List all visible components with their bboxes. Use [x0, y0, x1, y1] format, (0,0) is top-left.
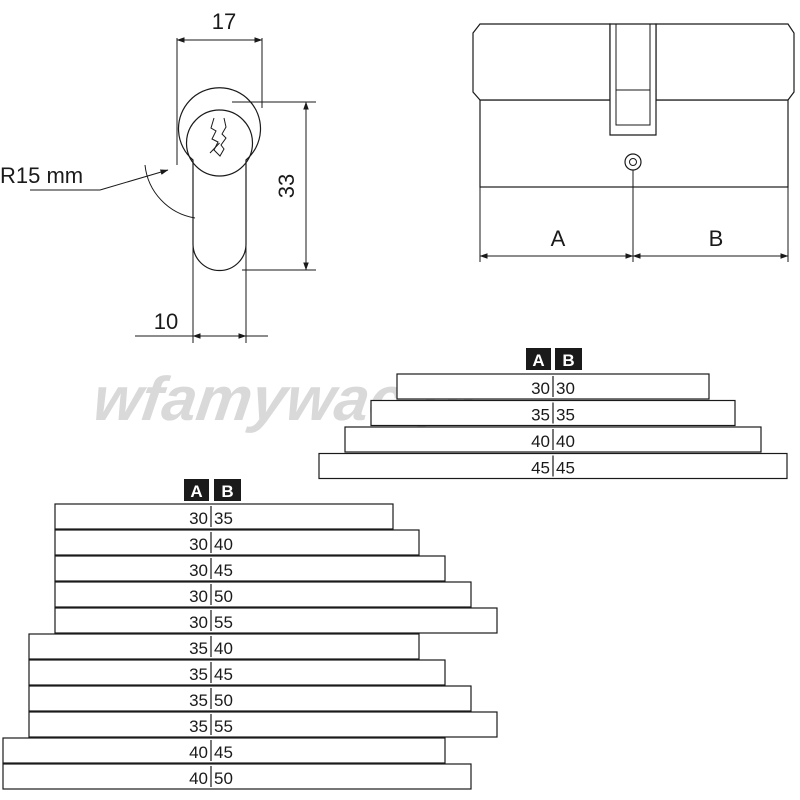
row-b-value: 35: [214, 509, 233, 528]
row-b-value: 40: [214, 639, 233, 658]
table-small-header-a: [526, 348, 551, 370]
row-a-value: 30: [189, 535, 208, 554]
table-large-header-b-label: B: [221, 482, 233, 501]
row-a-value: 40: [189, 769, 208, 788]
profile-outline: [177, 87, 262, 272]
profile-view: [30, 37, 316, 343]
row-b-value: 50: [214, 587, 233, 606]
row-b-value: 45: [214, 743, 233, 762]
side-view: [472, 23, 795, 262]
table-large-header-a-label: A: [190, 482, 202, 501]
row-a-value: 45: [531, 459, 550, 478]
table-row: 35 35: [370, 399, 736, 427]
row-a-value: 35: [189, 665, 208, 684]
row-a-value: 35: [189, 717, 208, 736]
table-large: A B 30 35 30 40 30 45 30 50 30 55 35 40 35 45 35 50 35 55…: [2, 479, 498, 790]
table-small-header-b: [555, 348, 582, 370]
table-row: 30 30: [396, 373, 710, 400]
combination-bar: [54, 555, 446, 582]
row-a-value: 35: [189, 639, 208, 658]
table-row: 40 40: [344, 426, 762, 453]
dim-a-label: A: [551, 226, 566, 251]
combination-bar: [28, 685, 472, 712]
table-row: 35 55: [28, 711, 498, 738]
row-b-value: 45: [556, 459, 575, 478]
row-a-value: 35: [531, 406, 550, 425]
table-row: 35 50: [28, 685, 472, 712]
row-b-value: 40: [556, 432, 575, 451]
table-small-header-b-label: B: [562, 351, 574, 370]
combination-bar: [54, 529, 420, 556]
combination-bar: [28, 633, 420, 660]
row-b-value: 45: [214, 665, 233, 684]
dim-b-label: B: [709, 226, 724, 251]
dim-bottom-width-label: 10: [154, 309, 178, 334]
row-a-value: 30: [189, 509, 208, 528]
row-a-value: 40: [531, 432, 550, 451]
table-large-header-b: [214, 479, 241, 501]
combination-bar: [54, 607, 498, 634]
row-b-value: 50: [214, 769, 233, 788]
combination-bar: [2, 737, 446, 764]
table-row: 30 40: [54, 529, 420, 556]
plug-circle: [185, 109, 254, 177]
combination-bar: [28, 711, 498, 738]
row-a-value: 30: [189, 587, 208, 606]
left-plug: [472, 23, 611, 101]
row-b-value: 55: [214, 613, 233, 632]
row-b-value: 50: [214, 691, 233, 710]
right-plug: [655, 23, 795, 101]
table-row: 30 50: [54, 581, 472, 608]
table-row: 30 55: [54, 607, 498, 634]
table-large-header-a: [184, 479, 209, 501]
table-row: 30 45: [54, 555, 446, 582]
row-a-value: 40: [189, 743, 208, 762]
table-row: 35 45: [28, 659, 446, 686]
row-a-value: 30: [189, 561, 208, 580]
dim-width-label: 17: [212, 9, 236, 34]
combination-bar: [2, 763, 472, 790]
table-small-header-a-label: A: [532, 351, 544, 370]
combination-bar: [54, 581, 472, 608]
radius-label: R15 mm: [0, 163, 83, 188]
table-row: 45 45: [318, 452, 788, 480]
row-b-value: 45: [214, 561, 233, 580]
table-row: 35 40: [28, 633, 420, 660]
table-row: 30 35: [54, 503, 394, 530]
combination-bar: [54, 503, 394, 530]
table-small-rows: 30 30 35 35 40 40 45 45: [318, 373, 788, 480]
table-large-rows: 30 35 30 40 30 45 30 50 30 55 35 40 35 45 35 50 35 55 40 45…: [2, 503, 498, 790]
key-groove: [210, 117, 227, 157]
row-b-value: 40: [214, 535, 233, 554]
dim-height-label: 33: [274, 174, 299, 198]
cam: [609, 23, 657, 136]
row-b-value: 55: [214, 717, 233, 736]
row-b-value: 30: [556, 379, 575, 398]
row-b-value: 35: [556, 406, 575, 425]
table-row: 40 50: [2, 763, 472, 790]
row-a-value: 35: [189, 691, 208, 710]
radius-arc: [144, 164, 196, 219]
row-a-value: 30: [531, 379, 550, 398]
row-a-value: 30: [189, 613, 208, 632]
table-small: A B 30 30 35 35 40 40 45 45: [318, 348, 788, 480]
combination-bar: [28, 659, 446, 686]
table-row: 40 45: [2, 737, 446, 764]
